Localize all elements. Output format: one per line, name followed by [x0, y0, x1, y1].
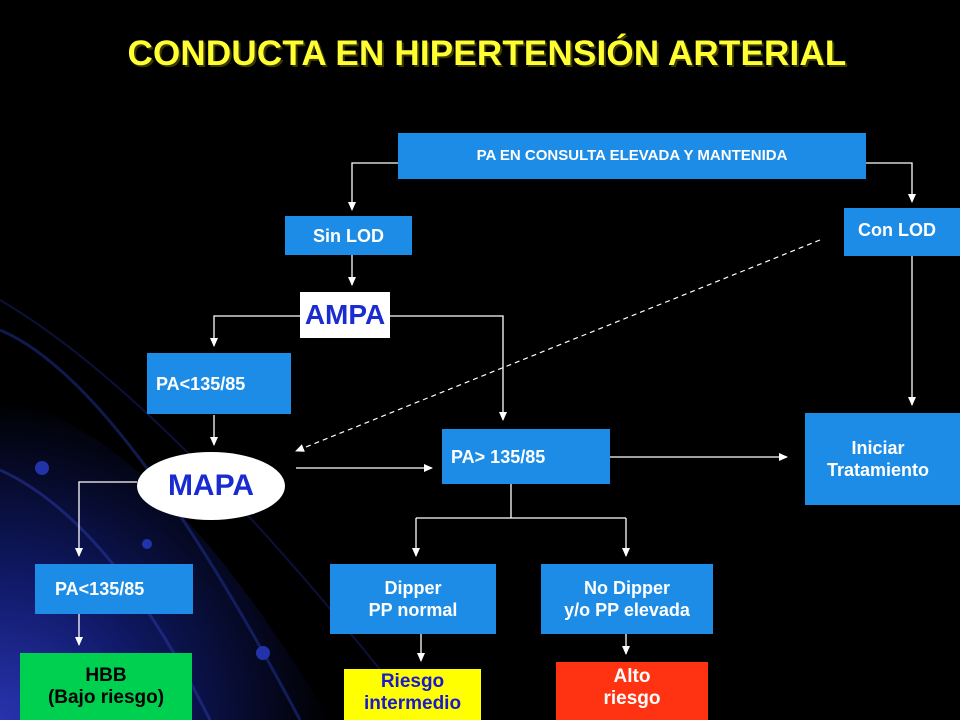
page-title: CONDUCTA EN HIPERTENSIÓN ARTERIAL	[127, 34, 847, 73]
node-pa-consulta: PA EN CONSULTA ELEVADA Y MANTENIDA	[398, 133, 866, 179]
node-dipper: Dipper PP normal	[330, 564, 496, 634]
node-sin-lod: Sin LOD	[285, 216, 412, 255]
node-pa-mayor: PA> 135/85	[442, 429, 610, 484]
node-con-lod: Con LOD	[844, 208, 960, 256]
node-riesgo-intermedio: Riesgo intermedio	[344, 669, 481, 720]
node-mapa: MAPA	[137, 452, 285, 520]
node-hbb-bajo-riesgo: HBB (Bajo riesgo)	[20, 653, 192, 720]
node-pa-menor-mapa: PA<135/85	[35, 564, 193, 614]
node-no-dipper: No Dipper y/o PP elevada	[541, 564, 713, 634]
node-ampa: AMPA	[300, 292, 390, 338]
node-pa-menor-ampa: PA<135/85	[147, 353, 291, 414]
node-iniciar-tratamiento: Iniciar Tratamiento	[805, 413, 960, 505]
node-alto-riesgo: Alto riesgo	[556, 662, 708, 720]
